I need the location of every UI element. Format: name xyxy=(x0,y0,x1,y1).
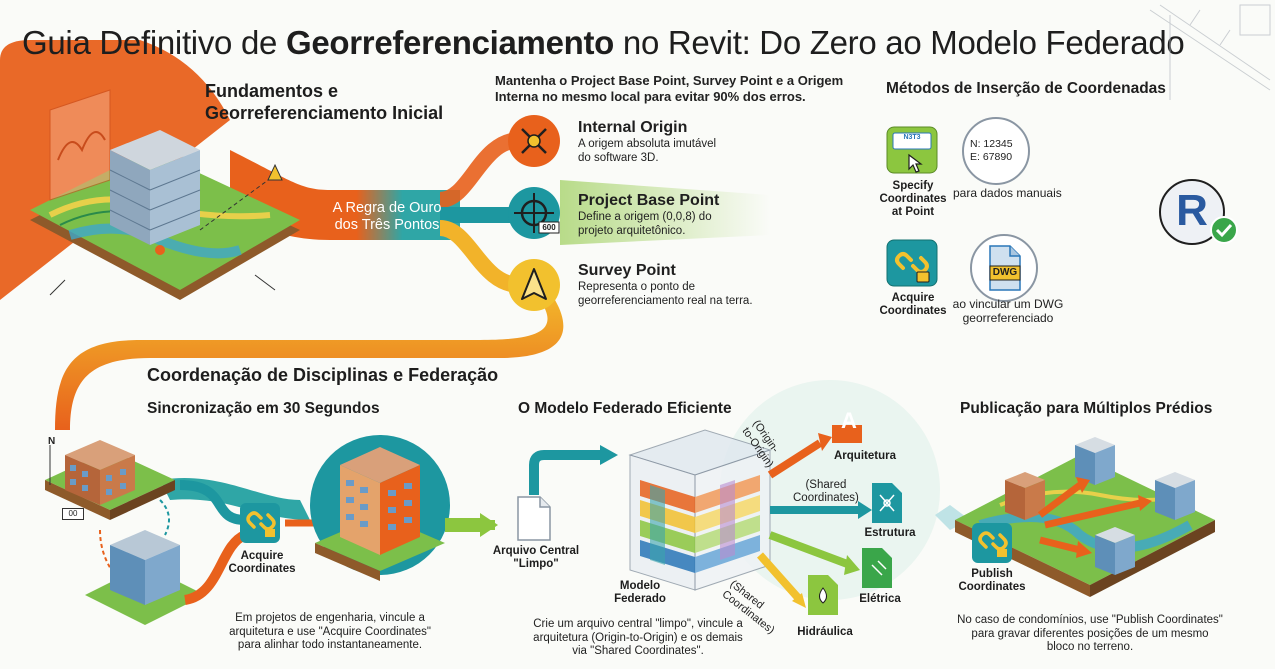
internal-origin-text: Internal Origin A origem absoluta imutáv… xyxy=(578,119,717,164)
project-base-point-text: Project Base Point Define a origem (0,0,… xyxy=(578,192,720,237)
acquire-coordinates-icon xyxy=(886,239,938,287)
dwg-caption: ao vincular um DWG georreferenciado xyxy=(952,297,1064,325)
page-title: Guia Definitivo de Georreferenciamento n… xyxy=(22,24,1185,61)
sync-heading: Sincronização em 30 Segundos xyxy=(147,400,380,417)
terrain-map-illustration xyxy=(30,89,300,300)
eletrica-label: Elétrica xyxy=(859,593,901,605)
shared-coordinates-label-1: (Shared Coordinates) xyxy=(793,479,859,504)
federated-model-label: Modelo Federado xyxy=(614,580,666,605)
internal-origin-icon xyxy=(508,115,560,167)
sync-caption: Em projetos de engenharia, vincule a arq… xyxy=(229,612,431,651)
sync-illustration xyxy=(45,435,498,625)
specify-coordinates-icon xyxy=(886,126,938,174)
dwg-label: DWG xyxy=(992,267,1018,278)
manual-coordinates-icon xyxy=(962,117,1030,185)
federated-caption: Crie um arquivo central "limpo", vincule… xyxy=(533,618,743,657)
sync-acquire-label: Acquire Coordinates xyxy=(228,550,296,575)
federated-heading: O Modelo Federado Eficiente xyxy=(518,400,732,417)
crane-sketch-icon xyxy=(1149,4,1271,100)
north-indicator: N xyxy=(48,436,56,447)
revit-logo-icon xyxy=(1159,179,1238,245)
specify-coordinates-label: Specify Coordinates at Point xyxy=(879,180,947,218)
federated-model-illustration xyxy=(517,425,902,615)
project-base-point-icon xyxy=(508,187,560,239)
pbp-badge: 600 xyxy=(542,223,556,232)
specify-icon-label: N3T3 xyxy=(903,134,921,141)
arquitetura-letter: A xyxy=(841,408,857,433)
three-points-note: Mantenha o Project Base Point, Survey Po… xyxy=(495,73,844,104)
central-file-label: Arquivo Central "Limpo" xyxy=(492,545,580,570)
hidraulica-label: Hidráulica xyxy=(797,626,853,638)
manual-coordinates-caption: para dados manuais xyxy=(953,186,1062,200)
publish-coordinates-label: Publish Coordinates xyxy=(958,568,1026,593)
sync-badge: 00 xyxy=(62,508,84,520)
arquitetura-label: Arquitetura xyxy=(834,450,896,462)
fundamentos-heading: Fundamentos e Georreferenciamento Inicia… xyxy=(205,81,444,123)
publish-heading: Publicação para Múltiplos Prédios xyxy=(960,400,1213,417)
survey-point-text: Survey Point Representa o ponto de georr… xyxy=(578,262,753,307)
methods-heading: Métodos de Inserção de Coordenadas xyxy=(886,80,1166,97)
golden-rule-label: A Regra de Ouro dos Três Pontos xyxy=(332,200,442,233)
manual-coordinates-values: N: 12345 E: 67890 xyxy=(970,138,1013,163)
survey-point-icon xyxy=(508,259,560,311)
dwg-file-icon xyxy=(970,234,1038,302)
estrutura-label: Estrutura xyxy=(864,527,916,539)
coordination-heading: Coordenação de Disciplinas e Federação xyxy=(147,365,499,385)
acquire-coordinates-label: Acquire Coordinates xyxy=(879,292,947,317)
revit-logo-letter: R xyxy=(1176,186,1208,235)
publish-illustration xyxy=(935,437,1215,597)
publish-caption: No caso de condomínios, use "Publish Coo… xyxy=(957,614,1223,653)
